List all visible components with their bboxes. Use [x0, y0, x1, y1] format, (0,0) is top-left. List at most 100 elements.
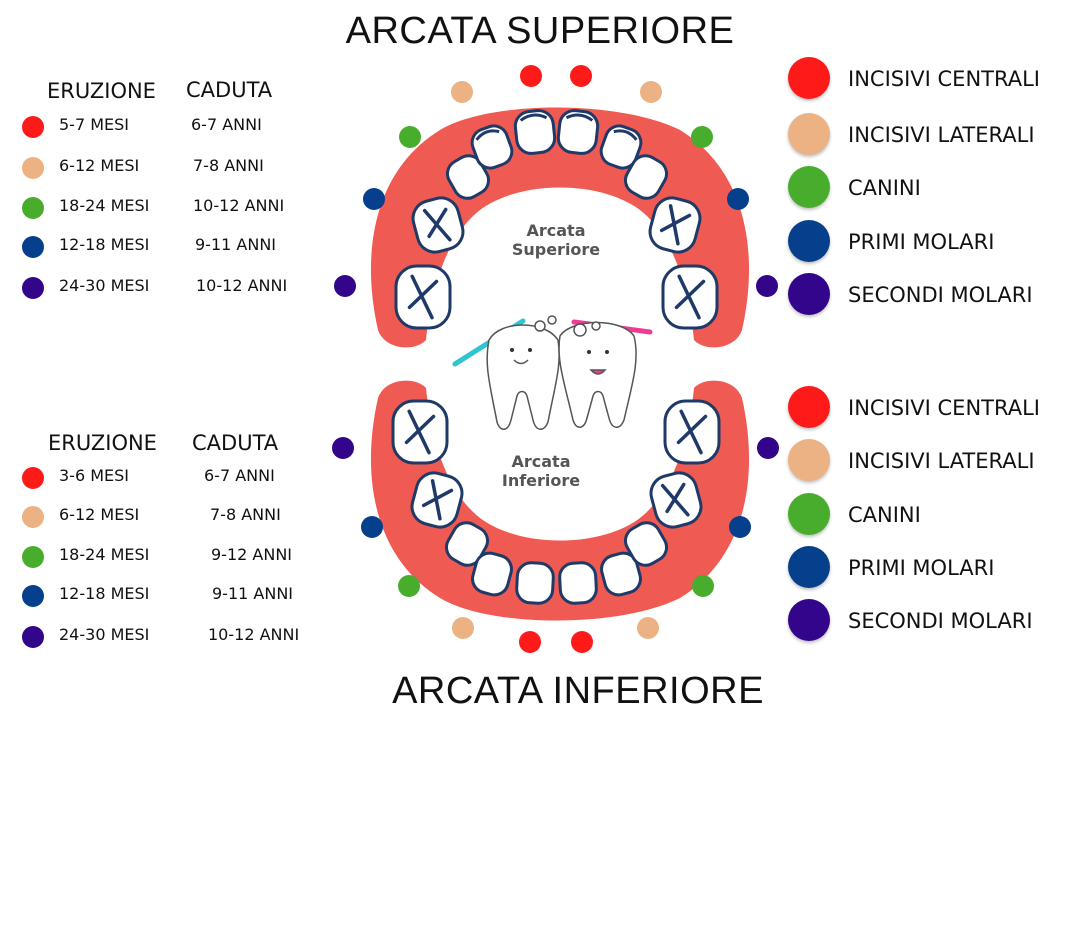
tooth-marker-dot	[361, 516, 383, 538]
tooth-marker-dot	[332, 437, 354, 459]
legend-label: CANINI	[848, 503, 921, 527]
upper-lateral-incisor-left	[470, 124, 514, 170]
peach-dot-icon	[788, 113, 830, 155]
tooth-marker-dot	[756, 275, 778, 297]
tooth-marker-dot	[570, 65, 592, 87]
tooth-marker-dot	[520, 65, 542, 87]
tooth-marker-dot	[691, 126, 713, 148]
upper-eruption-header: ERUZIONE	[47, 79, 156, 103]
lower-second-molar-right	[663, 399, 721, 465]
green-dot-icon	[22, 546, 44, 568]
eruption-value: 24-30 MESI	[59, 625, 150, 644]
tooth-marker-dot	[519, 631, 541, 653]
tooth-marker-dot	[692, 575, 714, 597]
eruption-value: 6-12 MESI	[59, 156, 140, 175]
upper-arch-label-line2: Superiore	[512, 240, 600, 259]
tooth-marker-dot	[727, 188, 749, 210]
upper-central-incisor-right	[556, 109, 600, 155]
red-dot-icon	[22, 116, 44, 138]
purple-dot-icon	[788, 599, 830, 641]
eruption-value: 18-24 MESI	[59, 196, 150, 215]
eruption-value: 18-24 MESI	[59, 545, 150, 564]
lower-teeth	[391, 399, 721, 605]
shedding-value: 9-11 ANNI	[212, 584, 293, 603]
lower-lateral-incisor-right	[600, 551, 642, 597]
lower-arch-label-line1: Arcata	[512, 452, 571, 471]
tooth-marker-dot	[398, 575, 420, 597]
lower-lateral-incisor-left	[471, 551, 513, 597]
legend-label: SECONDI MOLARI	[848, 609, 1033, 633]
tooth-marker-dot	[451, 81, 473, 103]
blue-dot-icon	[22, 236, 44, 258]
upper-arch-label-line1: Arcata	[527, 221, 586, 240]
shedding-value: 6-7 ANNI	[204, 466, 275, 485]
purple-dot-icon	[22, 626, 44, 648]
blue-dot-icon	[22, 585, 44, 607]
lower-canine-left	[444, 521, 490, 567]
green-dot-icon	[788, 493, 830, 535]
lower-canine-right	[623, 521, 669, 567]
tooth-marker-dot	[757, 437, 779, 459]
blue-dot-icon	[788, 220, 830, 262]
green-dot-icon	[788, 166, 830, 208]
eruption-value: 3-6 MESI	[59, 466, 130, 485]
shedding-value: 9-12 ANNI	[211, 545, 292, 564]
lower-shedding-header: CADUTA	[192, 431, 279, 455]
upper-teeth	[394, 109, 719, 330]
shedding-value: 9-11 ANNI	[195, 235, 276, 254]
legend-label: INCISIVI CENTRALI	[848, 396, 1040, 420]
upper-second-molar-left	[394, 264, 452, 330]
shedding-value: 10-12 ANNI	[193, 196, 285, 215]
lower-central-incisor-left	[515, 561, 555, 605]
tooth-marker-dot	[399, 126, 421, 148]
shedding-value: 10-12 ANNI	[196, 276, 288, 295]
upper-shedding-header: CADUTA	[186, 78, 273, 102]
peach-dot-icon	[22, 506, 44, 528]
purple-dot-icon	[22, 277, 44, 299]
red-dot-icon	[788, 57, 830, 99]
tooth-marker-dot	[363, 188, 385, 210]
lower-arch-label-line2: Inferiore	[502, 471, 580, 490]
upper-central-incisor-left	[513, 109, 557, 155]
legend-label: PRIMI MOLARI	[848, 230, 995, 254]
tooth-marker-dot	[637, 617, 659, 639]
shedding-value: 7-8 ANNI	[210, 505, 281, 524]
upper-first-molar-left	[411, 196, 465, 254]
shedding-value: 6-7 ANNI	[191, 115, 262, 134]
shedding-value: 10-12 ANNI	[208, 625, 300, 644]
legend-label: INCISIVI CENTRALI	[848, 67, 1040, 91]
eruption-value: 5-7 MESI	[59, 115, 130, 134]
lower-second-molar-left	[391, 399, 449, 465]
tooth-marker-dot	[729, 516, 751, 538]
blue-dot-icon	[788, 546, 830, 588]
upper-arch-title: ARCATA SUPERIORE	[345, 10, 735, 52]
smiling-teeth-brushing-icon	[452, 315, 653, 430]
lower-eruption-header: ERUZIONE	[48, 431, 157, 455]
eruption-value: 12-18 MESI	[59, 235, 150, 254]
green-dot-icon	[22, 197, 44, 219]
legend-label: INCISIVI LATERALI	[848, 123, 1035, 147]
red-dot-icon	[22, 467, 44, 489]
peach-dot-icon	[788, 439, 830, 481]
legend-label: SECONDI MOLARI	[848, 283, 1033, 307]
eruption-value: 24-30 MESI	[59, 276, 150, 295]
purple-dot-icon	[788, 273, 830, 315]
legend-label: CANINI	[848, 176, 921, 200]
lower-central-incisor-right	[558, 561, 598, 605]
red-dot-icon	[788, 386, 830, 428]
eruption-value: 6-12 MESI	[59, 505, 140, 524]
lower-arch-title: ARCATA INFERIORE	[392, 670, 764, 712]
upper-lateral-incisor-right	[599, 124, 643, 170]
upper-first-molar-right	[648, 196, 702, 254]
legend-label: INCISIVI LATERALI	[848, 449, 1035, 473]
legend-label: PRIMI MOLARI	[848, 556, 995, 580]
tooth-marker-dots	[332, 65, 779, 653]
upper-canine-right	[623, 154, 669, 200]
tooth-marker-dot	[571, 631, 593, 653]
peach-dot-icon	[22, 157, 44, 179]
tooth-marker-dot	[640, 81, 662, 103]
tooth-marker-dot	[452, 617, 474, 639]
lower-first-molar-right	[649, 471, 703, 529]
lower-first-molar-left	[410, 471, 464, 529]
